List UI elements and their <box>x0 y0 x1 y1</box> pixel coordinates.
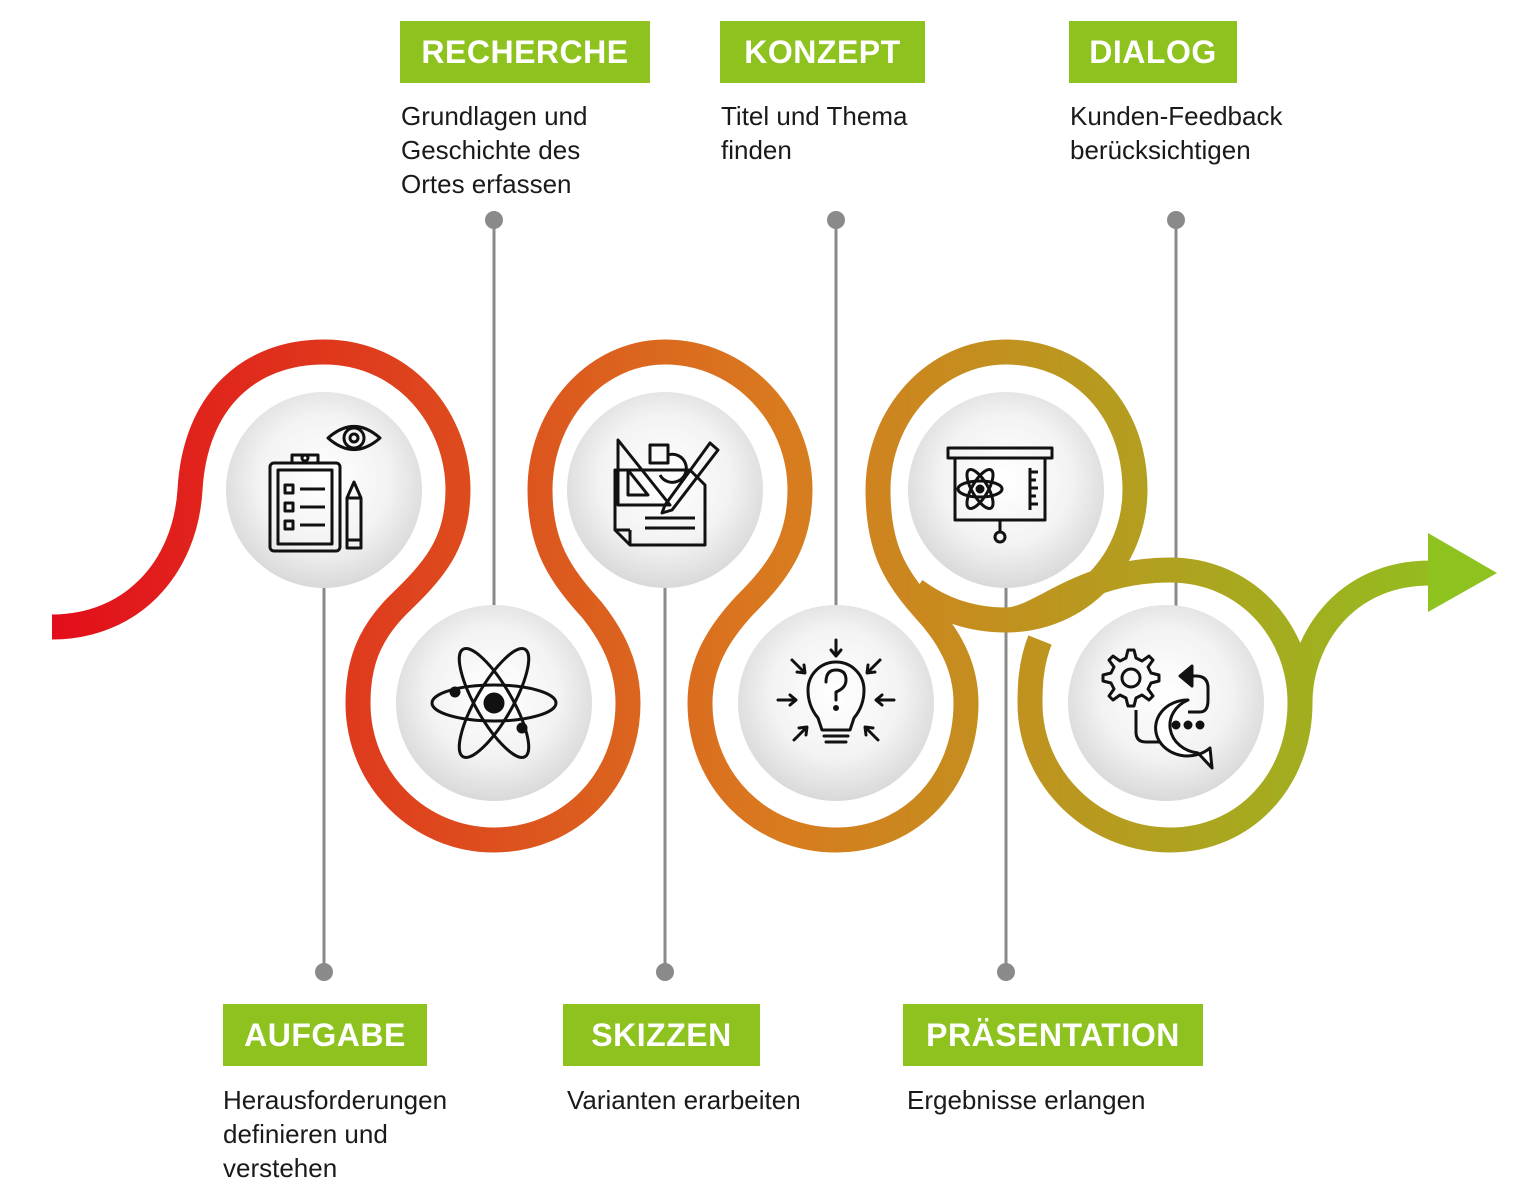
step-title-skizzen: SKIZZEN <box>563 1004 760 1066</box>
step-desc-recherche: Grundlagen und Geschichte des Ortes erfa… <box>401 101 588 199</box>
step-desc-skizzen: Varianten erarbeiten <box>567 1085 801 1115</box>
connector-lines <box>322 220 1178 972</box>
feedback-gear-chat-icon <box>1101 648 1214 770</box>
connector-dot-dialog <box>1167 211 1185 229</box>
process-path-start-loop <box>1004 557 1313 704</box>
arrow-head-icon <box>1428 533 1497 612</box>
step-desc-praesentation: Ergebnisse erlangen <box>907 1085 1146 1115</box>
connector-dot-aufgabe <box>315 963 333 981</box>
step-title-dialog: DIALOG <box>1069 21 1237 83</box>
drafting-sketch-icon <box>613 438 720 547</box>
disc-skizzen <box>567 392 763 588</box>
step-title-praesentation: PRÄSENTATION <box>903 1004 1203 1066</box>
connector-dot-konzept <box>827 211 845 229</box>
step-desc-dialog: Kunden-Feedback berücksichtigen <box>1070 101 1283 165</box>
atom-icon <box>430 647 558 759</box>
connector-dot-recherche <box>485 211 503 229</box>
step-title-recherche: RECHERCHE <box>400 21 650 83</box>
connector-dot-skizzen <box>656 963 674 981</box>
step-title-aufgabe: AUFGABE <box>223 1004 427 1066</box>
process-path-end <box>1017 560 1431 853</box>
clipboard-checklist-eye-pencil-icon <box>268 425 382 553</box>
connector-dot-praesentation <box>997 963 1015 981</box>
disc-praesentation <box>908 392 1104 588</box>
step-desc-aufgabe: Herausforderungen definieren und versteh… <box>223 1085 448 1183</box>
presentation-board-icon <box>946 446 1054 544</box>
disc-konzept <box>738 605 934 801</box>
step-desc-konzept: Titel und Thema finden <box>721 101 908 165</box>
process-path <box>51 339 1148 853</box>
connector-dots <box>315 211 1185 981</box>
disc-dialog <box>1068 605 1264 801</box>
idea-lightbulb-icon <box>776 638 896 744</box>
step-title-konzept: KONZEPT <box>720 21 925 83</box>
